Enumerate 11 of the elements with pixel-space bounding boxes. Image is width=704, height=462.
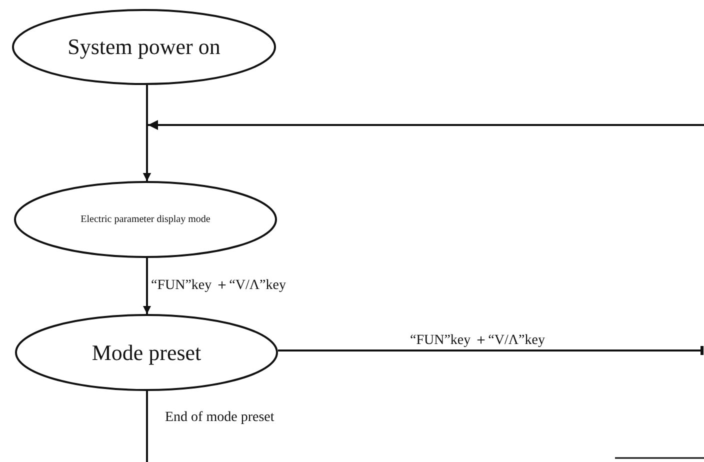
edge-label: “FUN”key ＋“V/Λ”key xyxy=(410,332,545,348)
connector-arrow xyxy=(143,120,704,181)
edge-label: End of mode preset xyxy=(165,410,274,426)
state-ellipse xyxy=(12,9,276,85)
node-label: Electric parameter display mode xyxy=(80,214,210,225)
connector-arrow xyxy=(143,258,151,314)
node-label: System power on xyxy=(68,34,220,60)
state-ellipse xyxy=(14,181,277,258)
node-label: Mode preset xyxy=(92,340,202,366)
state-ellipse xyxy=(15,314,278,391)
edge-label: “FUN”key ＋“V/Λ”key xyxy=(151,278,286,294)
